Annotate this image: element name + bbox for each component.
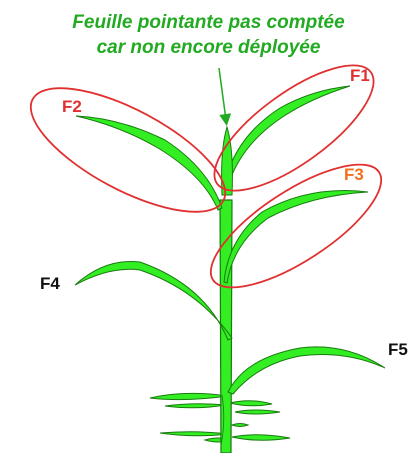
caption-line-1: Feuille pointante pas comptée xyxy=(72,12,345,33)
leaf-f2 xyxy=(75,115,223,211)
pointer-arrow xyxy=(218,67,232,126)
highlight-f3 xyxy=(209,163,383,289)
leaf-f5 xyxy=(227,346,386,395)
label-f2: F2 xyxy=(62,97,82,116)
unexpanded-leaf xyxy=(221,125,233,196)
leaf-f1 xyxy=(225,85,351,181)
highlight-f1 xyxy=(213,64,375,192)
caption-line-2: car non encore déployée xyxy=(96,37,321,58)
label-f5: F5 xyxy=(388,340,408,359)
basal-leaves xyxy=(149,392,291,443)
label-f4: F4 xyxy=(40,274,60,293)
highlight-f2 xyxy=(29,87,227,213)
leaf-f4 xyxy=(74,260,233,341)
label-f3: F3 xyxy=(344,165,364,184)
leaf-f3 xyxy=(223,190,369,284)
label-f1: F1 xyxy=(350,66,370,85)
